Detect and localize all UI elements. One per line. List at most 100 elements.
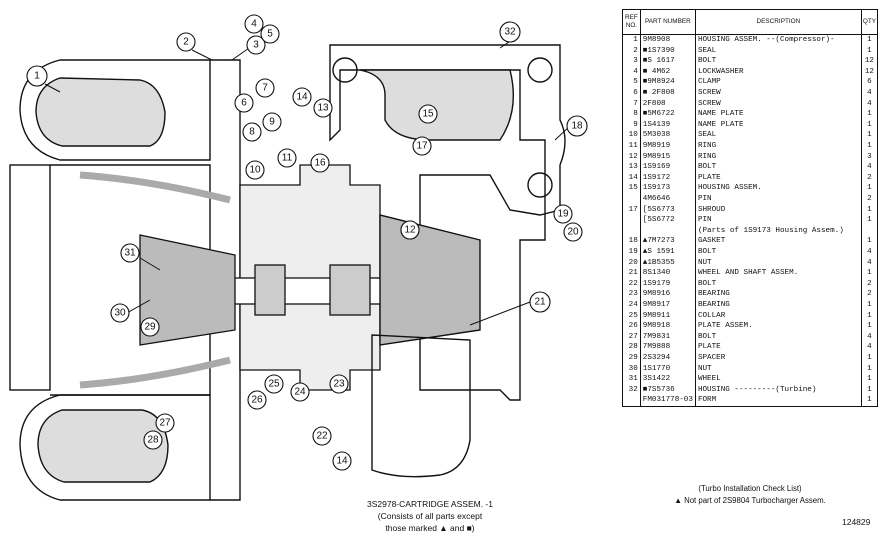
part-number-cell: ▲S 1591 <box>639 246 696 258</box>
part-qty-cell: 1 <box>860 321 879 332</box>
callout-label: 20 <box>567 227 579 238</box>
callout-label: 18 <box>571 121 583 132</box>
part-description-cell: SCREW <box>694 98 862 110</box>
part-qty-cell: 4 <box>860 342 879 353</box>
caption-line: 3S2978-CARTRIDGE ASSEM. -1 <box>367 499 493 509</box>
part-description-cell: COLLAR <box>694 310 862 322</box>
part-description-cell: PIN <box>694 193 862 205</box>
part-number-cell: ▲1B5355 <box>639 257 696 269</box>
part-callout: 3 <box>246 35 266 55</box>
callout-label: 30 <box>114 308 126 319</box>
part-qty-cell: 4 <box>860 87 879 99</box>
part-qty-cell: 1 <box>860 109 879 120</box>
callout-label: 28 <box>147 435 159 446</box>
part-description-cell: BOLT <box>694 56 862 67</box>
part-number-cell: 9M8915 <box>639 151 696 163</box>
part-number-cell: ■9M8924 <box>639 77 696 88</box>
callout-label: 17 <box>416 141 428 152</box>
part-description-cell: RING <box>694 140 862 152</box>
part-ref-cell: 29 <box>622 352 641 364</box>
part-qty-cell: 1 <box>860 268 879 279</box>
footnote-checklist: (Turbo Installation Check List) <box>698 484 802 493</box>
part-callout: 21 <box>529 291 551 313</box>
part-description-cell: BOLT <box>694 162 862 173</box>
part-number-cell <box>639 225 696 237</box>
part-ref-cell: 24 <box>622 299 641 311</box>
caption-line: (Consists of all parts except <box>377 511 483 521</box>
part-description-cell: NUT <box>694 363 862 374</box>
part-ref-cell: 2 <box>622 45 641 57</box>
callout-label: 2 <box>183 37 189 48</box>
part-description-cell: BEARING <box>694 289 862 300</box>
part-number-cell: 7M9888 <box>639 342 696 353</box>
callout-label: 7 <box>262 83 268 94</box>
part-callout: 30 <box>110 303 130 323</box>
callout-label: 10 <box>249 165 261 176</box>
cartridge-center-housing <box>139 164 401 391</box>
drawing-number: 124829 <box>842 517 871 527</box>
part-callout: 11 <box>277 148 297 168</box>
part-qty-cell: 1 <box>860 183 879 194</box>
part-ref-cell: 11 <box>622 140 641 152</box>
part-description-cell: HOUSING ASSEM. <box>694 183 862 194</box>
turbine-housing <box>329 44 566 478</box>
part-callout: 10 <box>245 160 265 180</box>
part-ref-cell: 23 <box>622 289 641 300</box>
part-ref-cell: 15 <box>622 183 641 194</box>
callout-label: 11 <box>282 153 293 164</box>
part-description-cell: GASKET <box>694 236 862 247</box>
header-qty: QTY <box>860 9 879 35</box>
part-number-cell: 9M8908 <box>639 34 696 46</box>
part-qty-cell: 4 <box>860 162 879 173</box>
part-qty-cell: 2 <box>860 289 879 300</box>
part-ref-cell: 20 <box>622 257 641 269</box>
part-ref-cell: 5 <box>622 77 641 88</box>
part-ref-cell: 8 <box>622 109 641 120</box>
part-number-cell: FM031778-03 <box>639 395 696 407</box>
callout-label: 13 <box>317 103 329 114</box>
part-number-cell: 4M6646 <box>639 193 696 205</box>
callout-label: 29 <box>144 322 156 333</box>
callout-label: 9 <box>269 117 275 128</box>
part-description-cell: PIN <box>694 215 862 226</box>
part-qty-cell: 1 <box>860 363 879 374</box>
callout-label: 25 <box>268 379 280 390</box>
part-description-cell: NUT <box>694 257 862 269</box>
part-number-cell: ■ 4M62 <box>639 66 696 78</box>
part-ref-cell: 26 <box>622 321 641 332</box>
callout-label: 5 <box>267 29 273 40</box>
part-number-cell: 1S9179 <box>639 278 696 290</box>
part-qty-cell: 1 <box>860 130 879 141</box>
part-qty-cell: 6 <box>860 77 879 88</box>
part-number-cell: ■S 1617 <box>639 56 696 67</box>
part-callout: 13 <box>313 98 333 118</box>
part-number-cell: [5S6772 <box>639 215 696 226</box>
part-callout: 28 <box>143 430 163 450</box>
part-number-cell: 9M8917 <box>639 299 696 311</box>
part-number-cell: ■7S5736 <box>639 384 696 396</box>
part-description-cell: HOUSING ASSEM. --(Compressor)- <box>694 34 862 46</box>
part-ref-cell: 17 <box>622 204 641 216</box>
part-callout: 5 <box>260 24 280 44</box>
cartridge-caption: 3S2978-CARTRIDGE ASSEM. -1 (Consists of … <box>330 498 530 534</box>
part-callout: 20 <box>563 222 583 242</box>
part-ref-cell <box>622 193 641 205</box>
part-qty-cell: 1 <box>860 204 879 216</box>
